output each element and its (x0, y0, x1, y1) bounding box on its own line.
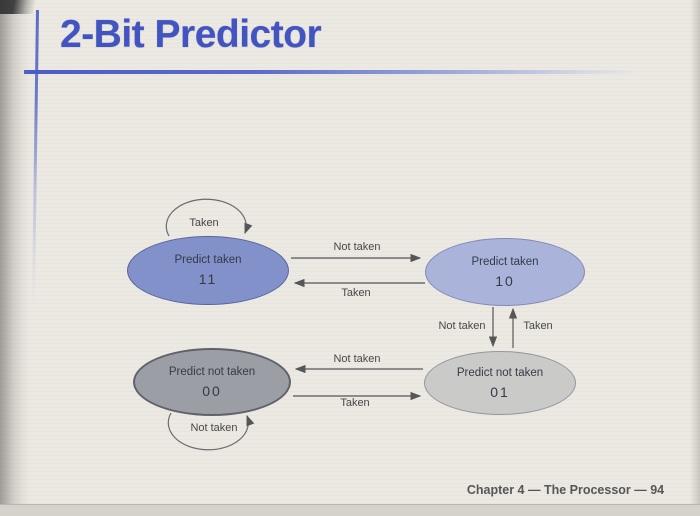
photo-top-left-dark-corner (0, 0, 46, 14)
state-code: 10 (495, 272, 515, 289)
transition-label-11-to-10: Not taken (333, 241, 381, 253)
state-label: Predict taken (471, 255, 539, 268)
transition-label-10-to-11: Taken (341, 287, 371, 299)
transition-label-loop-00: Not taken (190, 422, 238, 434)
state-ellipse-predict-not-taken-00: Predict not taken 00 (133, 348, 291, 416)
state-label: Predict not taken (168, 365, 256, 378)
transition-label-00-to-01: Taken (340, 397, 370, 409)
state-ellipse-predict-not-taken-01: Predict not taken 01 (424, 351, 576, 415)
transition-label-01-to-10: Taken (523, 320, 553, 332)
photo-right-edge-shade (690, 0, 700, 516)
state-label: Predict not taken (456, 366, 544, 379)
state-code: 01 (490, 383, 510, 400)
slide-title: 2-Bit Predictor (60, 13, 322, 56)
transition-label-01-to-00: Not taken (333, 353, 381, 365)
state-code: 00 (202, 382, 222, 399)
state-ellipse-predict-taken-11: Predict taken 11 (127, 236, 289, 305)
title-vertical-accent-bar (31, 9, 39, 305)
title-underline-bar (24, 70, 642, 74)
state-label: Predict taken (174, 254, 242, 266)
photo-bottom-bezel (0, 504, 700, 516)
state-code: 11 (198, 271, 218, 287)
state-ellipse-predict-taken-10: Predict taken 10 (425, 238, 585, 306)
footer-page-info: Chapter 4 — The Processor — 94 (466, 483, 665, 497)
transition-label-loop-11: Taken (189, 217, 219, 229)
transition-label-10-to-01: Not taken (438, 320, 486, 332)
photo-left-edge-shade (0, 0, 30, 516)
